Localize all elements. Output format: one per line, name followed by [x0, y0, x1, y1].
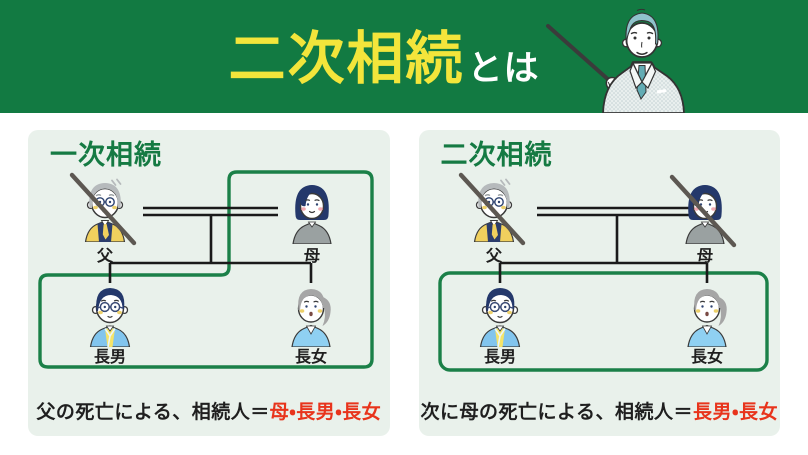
panel-secondary-inheritance: 二次相続 父 母 長男 長女 次に母の死亡による、相続人＝長男・長女 — [418, 130, 781, 436]
teacher-body — [602, 61, 685, 113]
panel-primary-title: 一次相続 — [50, 140, 162, 170]
family-tree-secondary: 父 母 長男 長女 — [437, 172, 769, 372]
caption-primary-heirs: 母・長男・長女 — [269, 402, 382, 423]
caption-primary-prefix: 父の死亡による、相続人＝ — [36, 402, 270, 423]
daughter-icon — [291, 288, 332, 347]
caption-secondary-heirs: 長男・長女 — [692, 402, 778, 423]
son-icon — [479, 287, 520, 347]
panel-primary-inheritance: 一次相続 父 母 長男 長女 父の死亡による、相続人＝母・長男・長女 — [28, 130, 390, 436]
caption-secondary-prefix: 次に母の死亡による、相続人＝ — [420, 402, 693, 423]
mother-label: 母 — [696, 247, 712, 265]
son-icon — [89, 287, 131, 347]
page-title: 二次相続 とは — [0, 31, 808, 88]
caption-primary: 父の死亡による、相続人＝母・長男・長女 — [28, 397, 390, 424]
son-label: 長男 — [483, 348, 515, 366]
deceased-cross-father — [458, 172, 525, 246]
header-banner: 二次相続 とは — [0, 0, 808, 113]
mother-icon — [292, 184, 332, 244]
heirs-outline-secondary — [437, 271, 769, 372]
mother-label: 母 — [304, 247, 320, 265]
panel-secondary-title: 二次相続 — [440, 140, 553, 170]
heirs-outline-primary — [38, 170, 374, 369]
caption-secondary: 次に母の死亡による、相続人＝長男・長女 — [419, 397, 781, 424]
deceased-cross-father — [69, 172, 137, 246]
teacher-head — [621, 8, 663, 58]
son-label: 長男 — [94, 348, 126, 366]
page-title-highlight: 二次相続 — [228, 27, 465, 91]
page-title-suffix: とは — [467, 49, 540, 89]
daughter-icon — [686, 288, 727, 347]
father-label: 父 — [484, 247, 502, 265]
father-label: 父 — [96, 247, 114, 265]
family-tree-primary: 父 母 長男 長女 — [38, 170, 374, 369]
family-lines — [498, 206, 708, 283]
family-lines — [108, 206, 313, 283]
comparison-panels: 一次相続 父 母 長男 長女 父の死亡による、相続人＝母・長男・長女 二次相 — [0, 113, 808, 436]
daughter-label: 長女 — [690, 347, 722, 366]
daughter-label: 長女 — [295, 347, 327, 366]
teacher-illustration — [546, 8, 685, 113]
deceased-cross-mother — [669, 174, 736, 248]
